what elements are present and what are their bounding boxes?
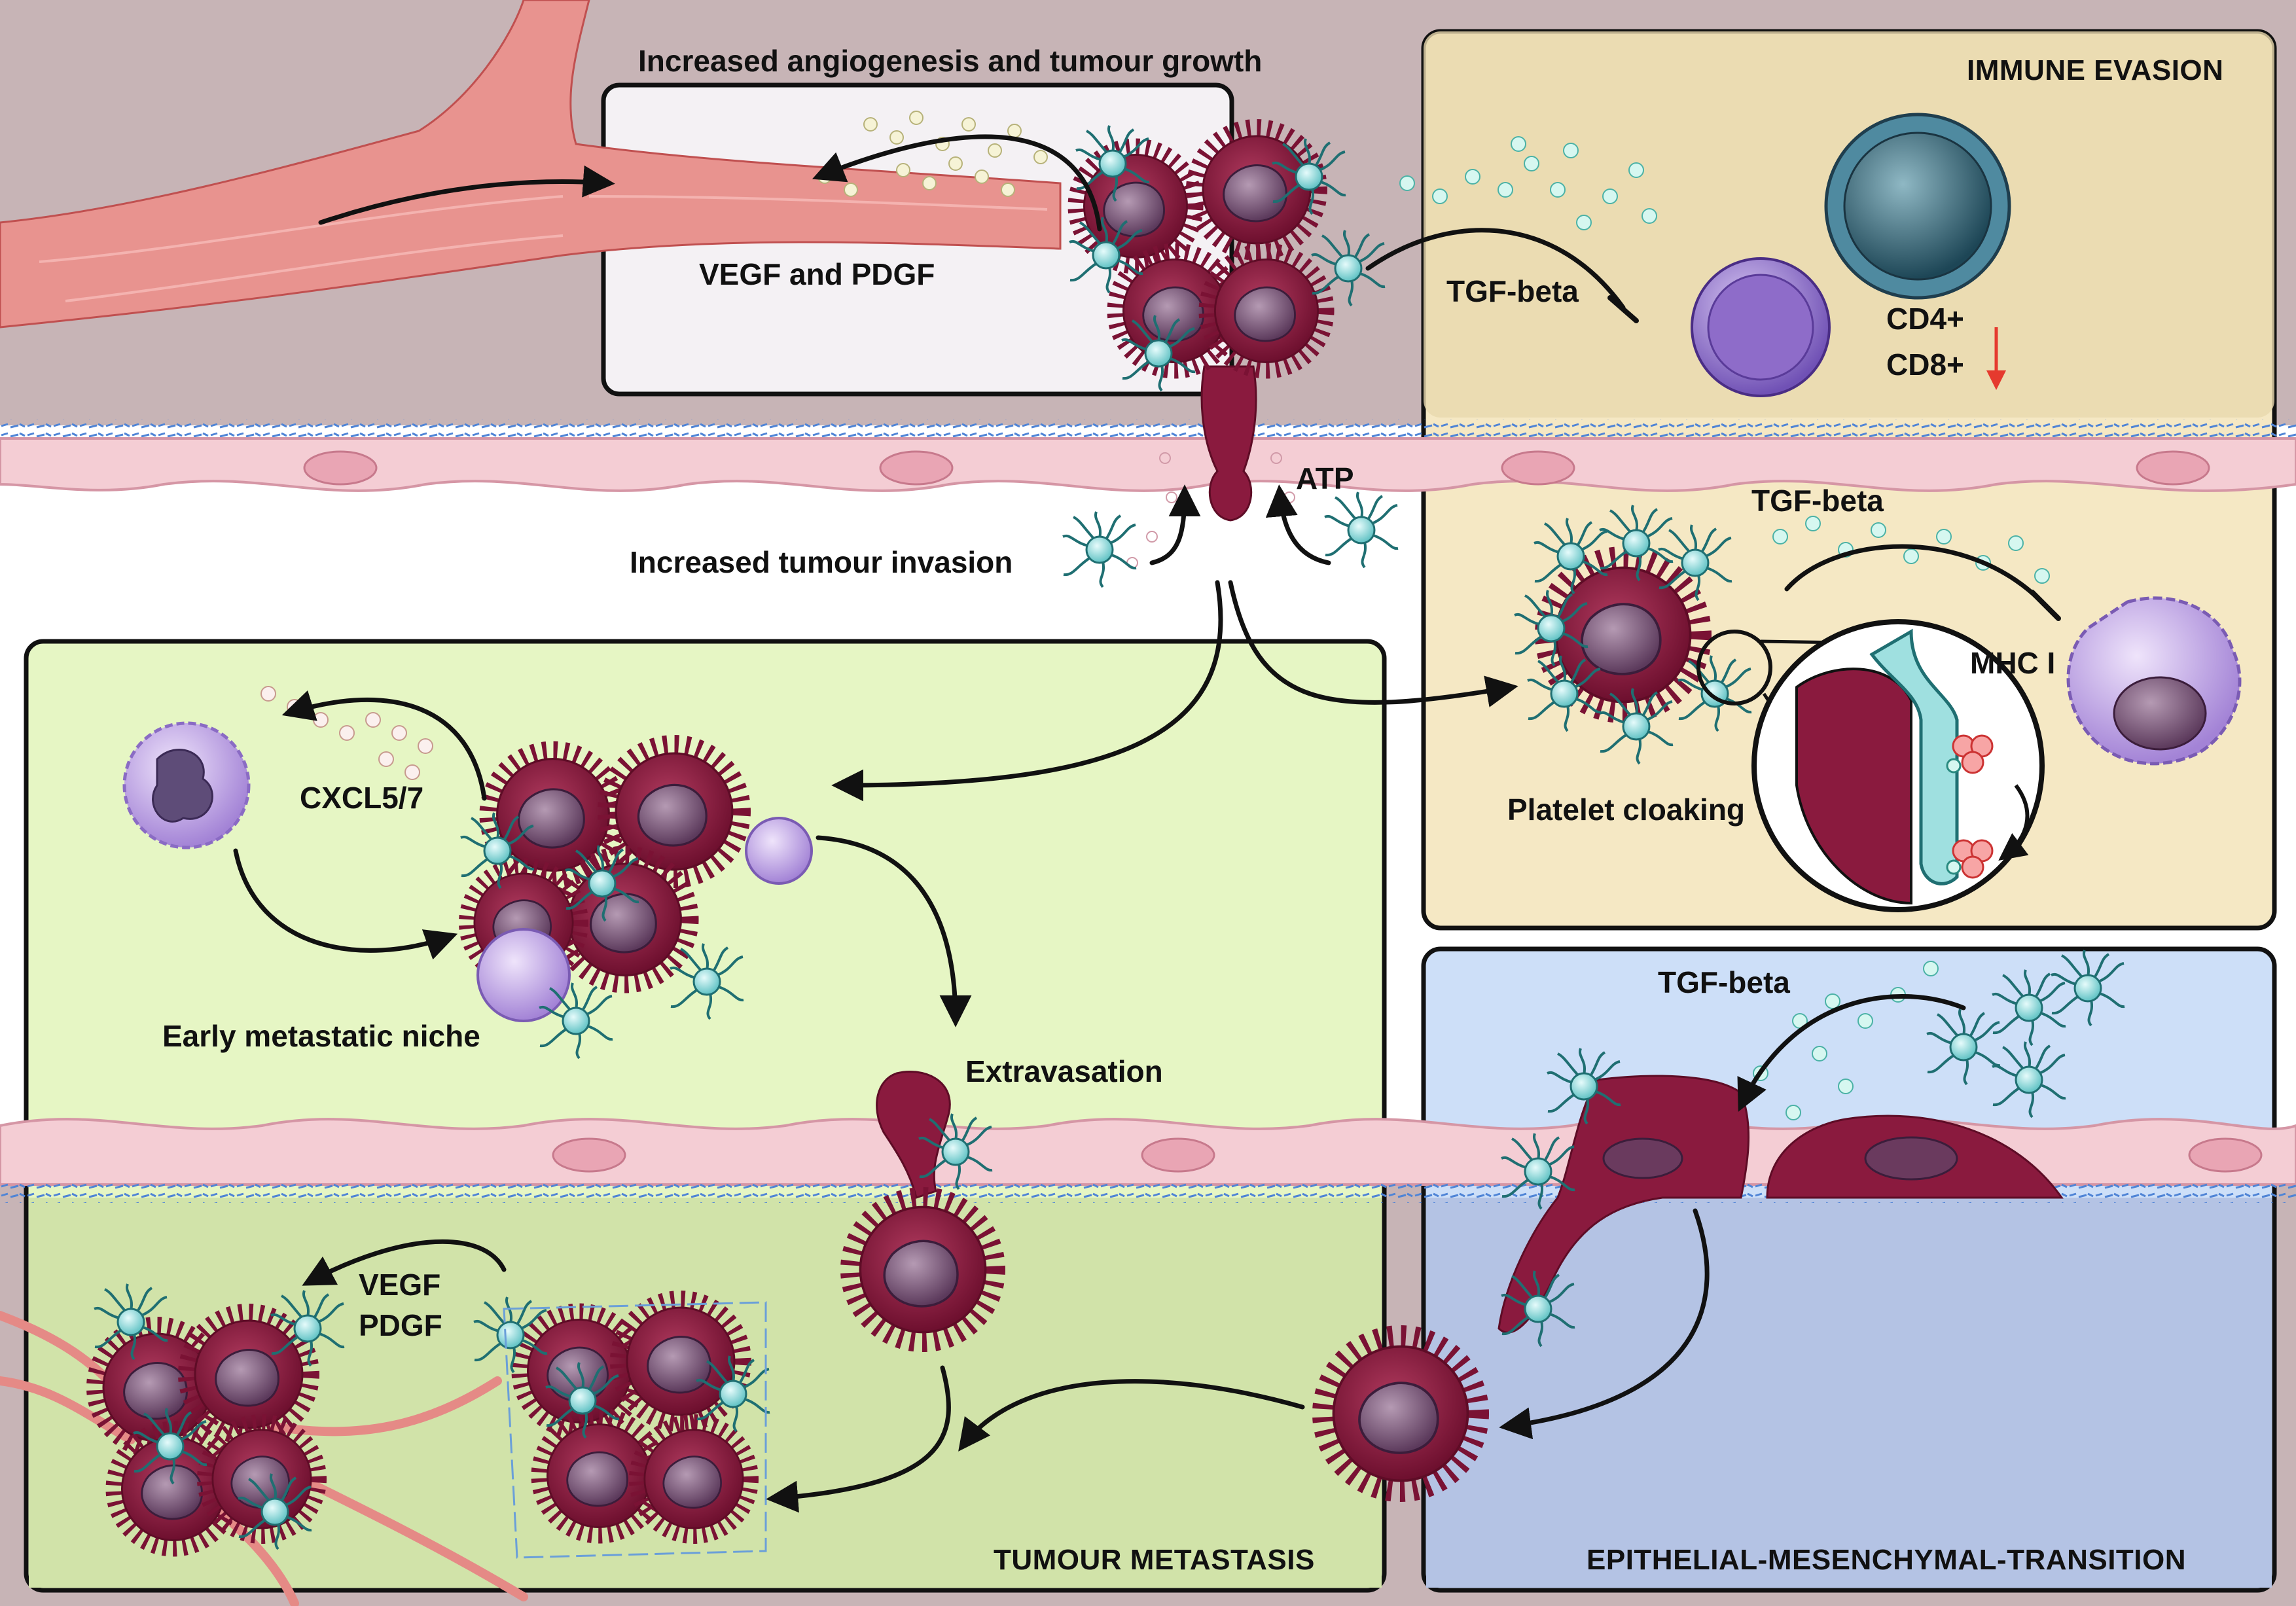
cd8-label: CD8+ <box>1886 348 1964 382</box>
extravasating-tumour <box>850 1071 996 1342</box>
tgf-beta-label-top: TGF-beta <box>1446 274 1579 308</box>
mhc-zoom-inset <box>1696 619 2045 912</box>
tumour-invasion-label: Increased tumour invasion <box>630 545 1013 579</box>
flow-arrows <box>233 134 2061 1513</box>
blood-vessel <box>0 0 1062 329</box>
nk-cell-right <box>2066 596 2242 766</box>
tgf-particles-mid <box>1772 516 2050 584</box>
pdgf-label: PDGF <box>359 1308 442 1342</box>
tgf-particles-top <box>1399 136 1657 230</box>
secondary-tumour-right <box>473 1297 771 1559</box>
early-niche-label: Early metastatic niche <box>162 1019 480 1053</box>
nk-cell-top <box>1691 257 1831 397</box>
atp-label: ATP <box>1296 461 1354 495</box>
vegf-particles <box>817 111 1048 197</box>
tgf-beta-label-mid: TGF-beta <box>1751 484 1884 518</box>
cxcl-label: CXCL5/7 <box>300 781 424 815</box>
mhc-label: MHC I <box>1970 646 2056 680</box>
endothelium-top <box>0 419 2296 492</box>
cd4-label: CD4+ <box>1886 302 1964 336</box>
vegf-label: VEGF <box>359 1268 441 1302</box>
platelet-cloaking-label: Platelet cloaking <box>1507 793 1746 827</box>
emt-cells <box>1498 949 2126 1347</box>
extravasation-label: Extravasation <box>965 1054 1163 1088</box>
tumour-metastasis-title: TUMOUR METASTASIS <box>994 1544 1315 1576</box>
emt-title: EPITHELIAL-MESENCHYMAL-TRANSITION <box>1587 1544 2187 1576</box>
vegf-pdgf-label: VEGF and PDGF <box>699 257 935 291</box>
immune-evasion-title: IMMUNE EVASION <box>1967 54 2224 86</box>
primary-tumour-cluster <box>1069 126 1386 522</box>
neutrophil <box>122 721 251 849</box>
angiogenesis-label: Increased angiogenesis and tumour growth <box>638 44 1263 78</box>
new-vessels <box>0 1311 528 1606</box>
t-cell <box>1824 113 2011 300</box>
early-niche-cluster <box>461 744 813 1060</box>
tgf-beta-label-emt: TGF-beta <box>1658 965 1790 999</box>
